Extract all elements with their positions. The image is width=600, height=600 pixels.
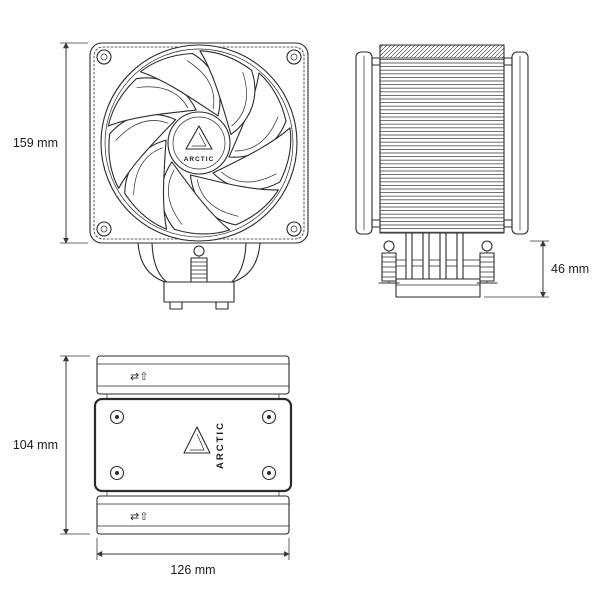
top-view: ⇄⇧ ARCTIC [93,355,293,535]
front-view-fan: ARCTIC [89,32,312,310]
fin-stack-fill [380,58,504,233]
arctic-logo-text-plate: ARCTIC [215,421,226,469]
heatpipe [456,232,464,280]
fan-frame [89,42,309,244]
top-view-fan-upper: ⇄⇧ [96,355,290,395]
fan-hub: ARCTIC [167,111,231,175]
dimension-top-depth: 104 mm [13,355,90,535]
base-tab [215,301,229,310]
dimension-top-width: 126 mm [96,538,290,577]
side-fan-right [503,51,529,235]
side-heatpipes-base [378,232,498,298]
heatpipe [405,232,413,280]
top-cover-hatch [380,45,504,58]
mounting-screw-right [476,240,498,284]
dimension-label-126mm: 126 mm [170,563,215,577]
dimension-mounting-height: 46 mm [484,240,589,298]
plate-screw [109,465,125,481]
top-view-fan-lower: ⇄⇧ [96,495,290,535]
fan-clip-nub [503,57,513,66]
dimension-label-104mm: 104 mm [13,438,58,452]
dimension-label-159mm: 159 mm [13,136,58,150]
mounting-screw-left [378,240,400,284]
top-view-mounting-plate: ARCTIC [93,397,293,493]
front-heatpipes-base [137,242,261,310]
fan-corner-screw-holes [96,49,302,237]
fan-direction-icon: ⇄⇧ [130,511,148,523]
base-tab [169,301,183,310]
fan-clip-nub [371,219,381,228]
plate-screw [261,465,277,481]
heatpipe [439,232,447,280]
fan-connector [106,490,280,497]
side-fan-left [355,51,381,235]
plate-screw [261,409,277,425]
fan-direction-icon: ⇄⇧ [130,371,148,383]
arctic-logo-text-fan: ARCTIC [184,156,215,163]
fan-clip-nub [503,219,513,228]
side-view-heatsink [355,44,529,298]
plate-screw [109,409,125,425]
fan-clip-nub [371,57,381,66]
arctic-logo-inner [191,132,207,147]
arctic-logo-icon [185,125,213,150]
dimension-front-height: 159 mm [13,42,88,244]
cooler-base-side [395,278,481,298]
arctic-logo-icon [183,426,211,454]
fan-rim-inner [104,48,294,238]
heatpipe [422,232,430,280]
mounting-screw-knob [193,245,205,257]
arctic-logo-plate: ARCTIC [183,421,226,469]
dimension-label-46mm: 46 mm [551,262,589,276]
cooler-base-front [163,281,235,303]
